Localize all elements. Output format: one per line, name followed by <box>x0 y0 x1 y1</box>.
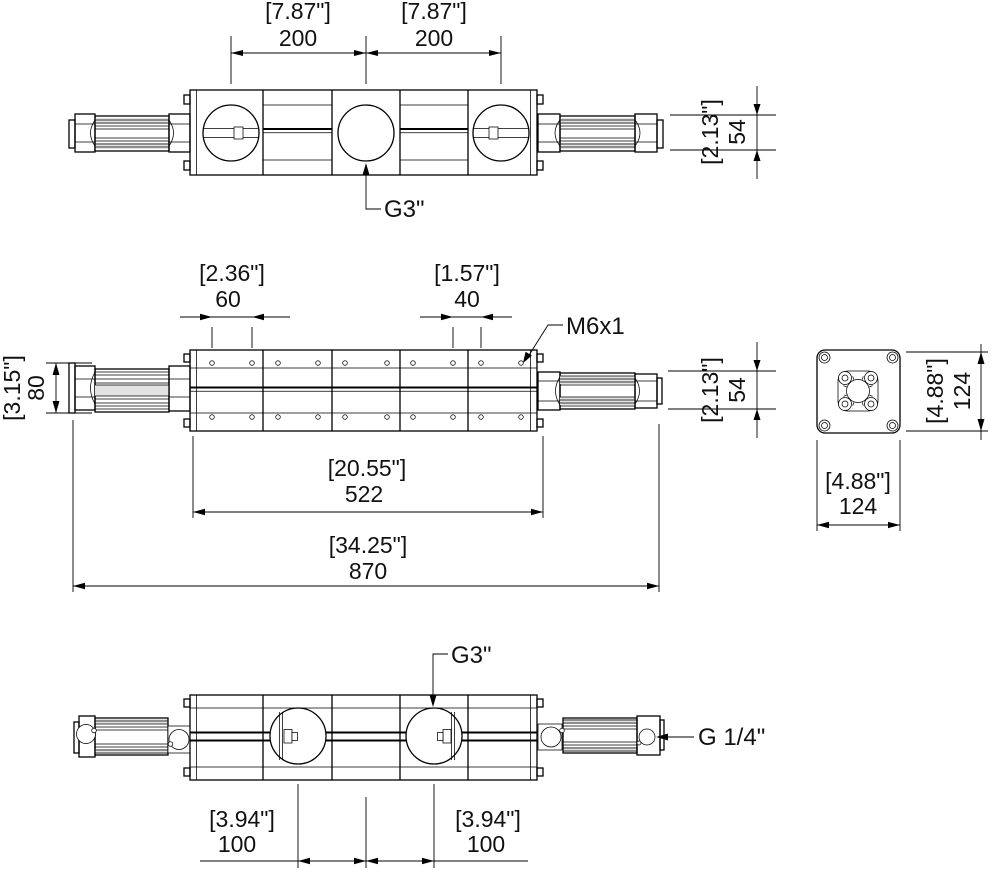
top-shaft-right <box>537 113 664 153</box>
dim-100-left-mm: 100 <box>218 831 256 857</box>
dim-522-mm: 522 <box>345 481 383 507</box>
top-g3-callout: G3" <box>362 163 425 223</box>
dim-200-left-inch: [7.87"] <box>265 0 331 24</box>
side-center-bore <box>846 379 870 403</box>
bottom-left-bracket-hole <box>168 729 190 750</box>
bottom-shaft-right <box>537 715 665 756</box>
dim-54-front-inch: [2.13"] <box>697 357 723 423</box>
bottom-g3-label: G3" <box>451 642 492 669</box>
g14-label: G 1/4" <box>698 724 765 751</box>
dim-870-mm: 870 <box>349 558 387 584</box>
g14-port-hole <box>638 728 656 746</box>
front-shaft-left <box>68 362 191 414</box>
side-view: [4.88"] 124 [4.88"] 124 <box>816 344 988 531</box>
bottom-shaft-left <box>73 715 191 758</box>
dim-124-h-mm: 124 <box>839 493 878 519</box>
dim-60-mm: 60 <box>215 286 241 312</box>
top-g3-label: G3" <box>384 196 425 223</box>
dim-124-v-mm: 124 <box>949 372 975 411</box>
m6-label: M6x1 <box>566 313 625 340</box>
bottom-view: G3" G 1/4" [3.94"] 100 [3.94"] 100 <box>73 642 765 868</box>
dim-200-right-mm: 200 <box>415 25 453 51</box>
dim-40-mm: 40 <box>454 286 480 312</box>
m6-callout: M6x1 <box>523 313 625 363</box>
top-shaft-left <box>68 113 191 153</box>
front-shaft-right <box>537 371 663 411</box>
dim-870: [34.25"] 870 <box>72 420 660 592</box>
dim-80: [3.15"] 80 <box>0 355 92 421</box>
dim-124-v-inch: [4.88"] <box>922 358 948 424</box>
bottom-body <box>183 694 544 781</box>
side-center-flange <box>837 370 879 412</box>
dim-40-inch: [1.57"] <box>434 260 500 286</box>
dim-60-inch: [2.36"] <box>199 260 265 286</box>
front-body <box>183 349 544 432</box>
dim-200-left: [7.87"] 200 [7.87"] 200 <box>230 0 502 84</box>
top-port-circle-right <box>472 104 530 162</box>
dim-200-left-mm: 200 <box>279 25 317 51</box>
front-mounting-holes <box>209 360 524 420</box>
dim-60: [2.36"] 60 <box>180 260 290 348</box>
dim-124-vertical: [4.88"] 124 <box>906 344 988 440</box>
bottom-right-bracket-hole <box>540 726 562 748</box>
dim-124-h-inch: [4.88"] <box>825 468 891 494</box>
dim-40: [1.57"] 40 <box>420 260 512 348</box>
g14-callout: G 1/4" <box>656 724 765 751</box>
bottom-left-foot-hole <box>76 724 96 744</box>
dim-100-pair: [3.94"] 100 [3.94"] 100 <box>200 784 528 868</box>
dim-54-front-mm: 54 <box>724 377 750 403</box>
bottom-g3-callout: G3" <box>429 642 492 707</box>
top-port-circle-center <box>337 104 395 162</box>
side-end-plate <box>816 349 901 434</box>
top-view: [7.87"] 200 [7.87"] 200 [2.13"] 54 G3" <box>68 0 776 223</box>
dim-870-inch: [34.25"] <box>329 532 408 558</box>
front-view: [2.36"] 60 [1.57"] 40 M6x1 [3.15"] 80 <box>0 260 776 592</box>
dim-124-horizontal: [4.88"] 124 <box>816 440 901 531</box>
bottom-port-circle-right <box>405 707 463 765</box>
bottom-port-circle-left <box>269 707 327 765</box>
dim-80-mm: 80 <box>23 375 49 401</box>
dim-522: [20.55"] 522 <box>192 436 544 518</box>
dim-100-right-mm: 100 <box>467 831 505 857</box>
dim-54-top-view: [2.13"] 54 <box>670 86 776 179</box>
top-body <box>183 89 544 176</box>
dim-54-top-mm: 54 <box>724 119 750 145</box>
top-port-circle-left <box>202 104 260 162</box>
dim-100-right-inch: [3.94"] <box>455 806 521 832</box>
dim-100-left-inch: [3.94"] <box>209 806 275 832</box>
dim-80-inch: [3.15"] <box>0 355 25 421</box>
side-corner-holes <box>818 351 899 432</box>
dim-54-front-view: [2.13"] 54 <box>668 342 776 438</box>
dim-522-inch: [20.55"] <box>328 455 407 481</box>
dim-54-top-inch: [2.13"] <box>697 99 723 165</box>
dim-200-right-inch: [7.87"] <box>401 0 467 24</box>
